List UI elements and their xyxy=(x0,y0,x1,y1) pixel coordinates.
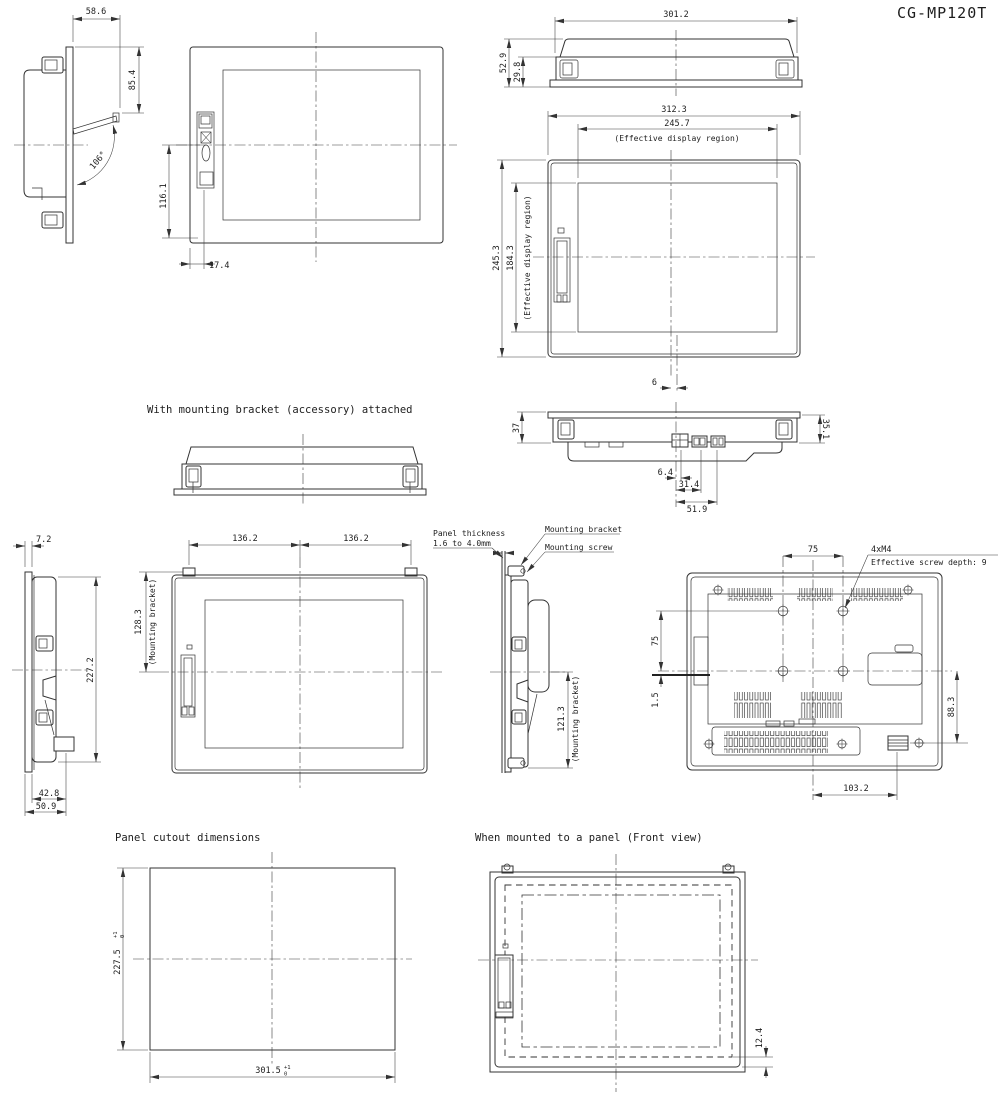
dim-conn-height: 88.3 xyxy=(947,697,957,717)
drawing-title: CG-MP120T xyxy=(897,4,987,22)
dim-depth-right: 35.1 xyxy=(820,419,830,439)
dim-flange-depth: 7.2 xyxy=(36,535,51,545)
bottom-connectors xyxy=(671,433,726,448)
top-view: 301.2 52.9 29.8 xyxy=(499,10,803,96)
label-screw-spec: 4xM4 xyxy=(871,545,891,555)
dim-vesa-v: 75 xyxy=(651,636,661,646)
bottom-view: 37 35.1 6.4 31.4 51.9 xyxy=(512,402,830,515)
dim-front-conn-h: 17.4 xyxy=(209,261,229,271)
panel-mounted-view: When mounted to a panel (Front view) 12.… xyxy=(475,832,773,1092)
dim-bracket-span-r: 136.2 xyxy=(343,534,369,544)
label-effective-display-v: (Effective display region) xyxy=(523,195,532,320)
rear-view: 75 4xM4 Effective screw depth: 9 75 1.5 … xyxy=(651,545,998,800)
side-view-left: 7.2 227.2 42.8 50.9 xyxy=(12,535,101,816)
dim-cutout-height-tol-plus: +1 xyxy=(113,931,119,938)
dim-front-conn-v: 116.1 xyxy=(159,183,169,209)
caption-mounted-front: When mounted to a panel (Front view) xyxy=(475,832,703,844)
side-view-open: 58.6 85.4 106° xyxy=(14,7,144,244)
caption-panel-cutout: Panel cutout dimensions xyxy=(115,832,260,844)
dim-top-body-depth: 29.8 xyxy=(513,62,523,82)
label-screw-depth: Effective screw depth: 9 xyxy=(871,558,987,567)
dim-bracket-v-bottom: 121.3 xyxy=(557,706,567,732)
dim-vesa-offset: 1.5 xyxy=(651,692,661,707)
dim-side-height: 227.2 xyxy=(86,657,96,683)
label-mounting-bracket: Mounting bracket xyxy=(545,525,622,534)
panel-cutout-view: Panel cutout dimensions 227.5 +1 0 301.5… xyxy=(113,832,412,1083)
label-panel-thickness-1: Panel thickness xyxy=(433,529,505,538)
dim-cutout-height-tol-minus: 0 xyxy=(120,935,126,938)
dim-front-width: 312.3 xyxy=(661,105,687,115)
dim-flap-height: 85.4 xyxy=(128,70,138,90)
label-mounting-bracket-bottom: (Mounting bracket) xyxy=(571,676,580,763)
rear-terminal xyxy=(887,735,909,751)
dim-cutout-width: 301.5 xyxy=(255,1066,281,1076)
dim-panel-overlap: 12.4 xyxy=(755,1028,765,1048)
dim-flap-width: 58.6 xyxy=(86,7,106,17)
label-mounting-screw: Mounting screw xyxy=(545,543,613,552)
dim-cutout-width-tol-plus: +1 xyxy=(284,1065,291,1071)
dim-conn-off-3: 51.9 xyxy=(687,505,707,515)
front-view-top: 116.1 17.4 xyxy=(159,32,457,271)
bracket-front-view: 136.2 136.2 128.3 (Mounting bracket) xyxy=(134,534,443,788)
mounted-connector-slot xyxy=(494,943,514,1019)
label-panel-thickness-2: 1.6 to 4.0mm xyxy=(433,539,491,548)
dim-display-width: 245.7 xyxy=(664,119,690,129)
panel-side-view: Panel thickness 1.6 to 4.0mm Mounting br… xyxy=(433,525,622,773)
dim-display-height: 184.3 xyxy=(506,245,516,271)
dim-body-depth-2: 50.9 xyxy=(36,802,56,812)
bracket-top-view: With mounting bracket (accessory) attach… xyxy=(147,404,427,506)
dim-bracket-span-l: 136.2 xyxy=(232,534,258,544)
label-mounting-bracket-top: (Mounting bracket) xyxy=(148,579,157,666)
dim-cutout-height: 227.5 xyxy=(113,949,123,975)
dim-center-offset: 6 xyxy=(652,378,657,388)
dim-cutout-width-tol-minus: 0 xyxy=(284,1072,287,1078)
front-connector-detail xyxy=(196,111,215,189)
main-front-view: 312.3 245.7 (Effective display region) 2… xyxy=(492,105,815,392)
main-front-connector-slot xyxy=(553,227,571,303)
dim-conn-off-2: 31.4 xyxy=(679,480,699,490)
dim-body-depth-1: 42.8 xyxy=(39,789,59,799)
dim-top-total-depth: 52.9 xyxy=(499,53,509,73)
dim-conn-off-1: 6.4 xyxy=(658,468,673,478)
dim-top-body-width: 301.2 xyxy=(663,10,689,20)
dim-flap-angle: 106° xyxy=(88,150,109,172)
dim-conn-x: 103.2 xyxy=(843,784,869,794)
bracket-front-connector-slot xyxy=(180,644,196,718)
dim-vesa-h: 75 xyxy=(808,545,818,555)
caption-with-bracket: With mounting bracket (accessory) attach… xyxy=(147,404,413,416)
dim-depth-left: 37 xyxy=(512,423,522,433)
dim-bracket-v-top: 128.3 xyxy=(134,609,144,635)
label-effective-display-h: (Effective display region) xyxy=(614,134,739,143)
dim-front-height: 245.3 xyxy=(492,245,502,271)
